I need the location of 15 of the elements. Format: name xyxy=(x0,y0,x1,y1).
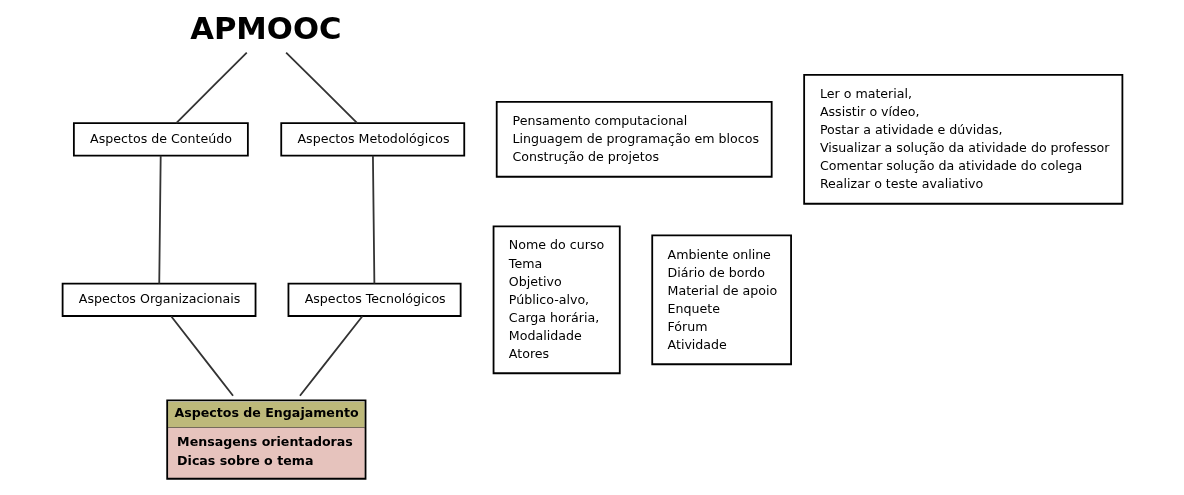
connector xyxy=(174,51,248,124)
connector xyxy=(157,154,162,285)
connector xyxy=(371,154,375,285)
connector xyxy=(169,315,234,397)
node-box: Nome do curso Tema Objetivo Público-alvo, Carga horária, Modalidade Atores xyxy=(492,225,621,375)
node-box: Pensamento computacional Linguagem de programação em blocos Construção de projetos xyxy=(495,101,773,178)
node-box: Aspectos Tecnológicos xyxy=(287,282,462,317)
node-box: Aspectos de Conteúdo xyxy=(72,122,249,157)
node-box: Aspectos Metodológicos xyxy=(279,122,465,157)
node-box: Aspectos Organizacionais xyxy=(61,282,256,317)
node-text: APMOOC xyxy=(189,10,341,46)
connector xyxy=(284,51,358,124)
node-box: Ler o material, Assistir o vídeo, Postar a atividade e dúvidas, Visualizar a solução da atividade do professor Comentar solução da atividade do colega Realizar o teste avaliativo xyxy=(802,73,1123,205)
node-box: Ambiente online Diário de bordo Material de apoio Enquete Fórum Atividade xyxy=(650,234,792,366)
connector xyxy=(298,315,363,397)
